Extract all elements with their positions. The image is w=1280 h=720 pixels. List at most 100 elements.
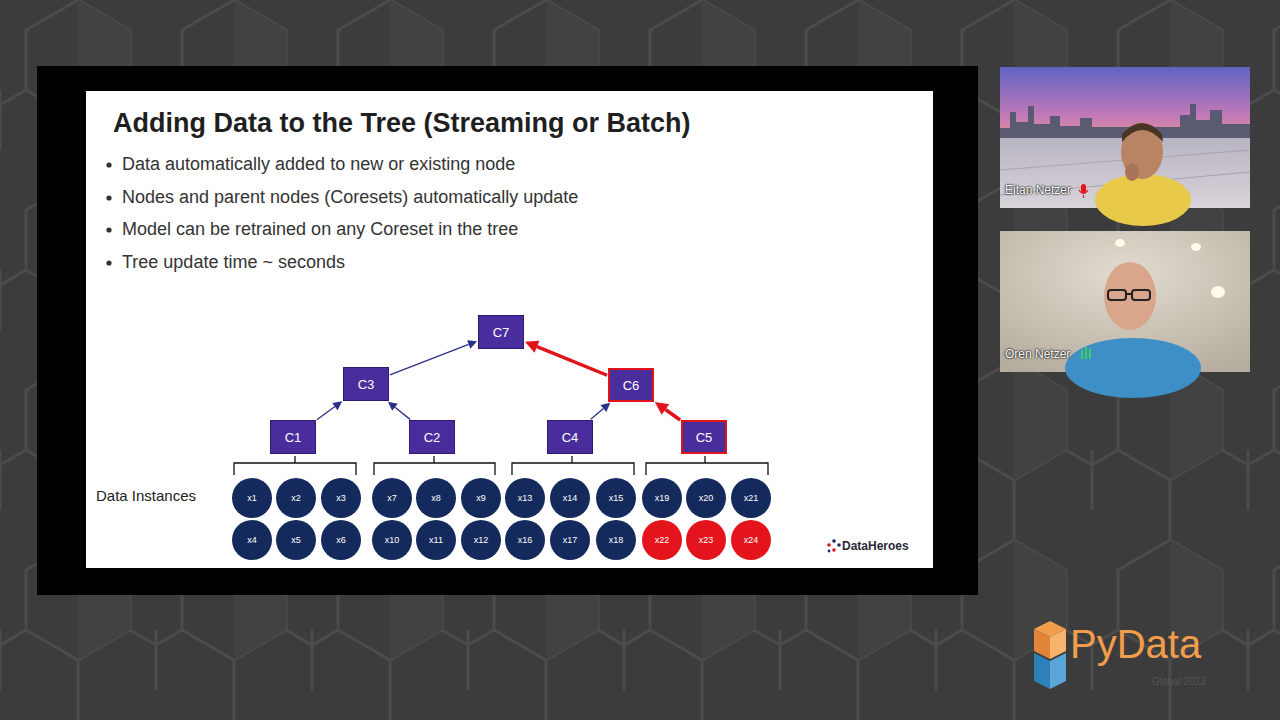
data-instance: x6 <box>321 520 361 560</box>
instance-label: x1 <box>247 493 257 503</box>
arrowhead <box>525 341 539 353</box>
instance-label: x22 <box>655 535 670 545</box>
participant-name: Oren Netzer <box>1005 347 1070 361</box>
arrow-line <box>537 347 607 376</box>
instance-label: x4 <box>247 535 257 545</box>
instance-label: x12 <box>474 535 489 545</box>
instance-label: x13 <box>518 493 533 503</box>
instance-label: x14 <box>563 493 578 503</box>
mic-muted-icon <box>1079 184 1088 198</box>
bullet-text: Model can be retrained on any Coreset in… <box>122 219 518 240</box>
video-tile <box>1000 67 1250 226</box>
tree-arrow <box>525 341 607 376</box>
arrow-line <box>390 344 469 374</box>
arrow-line <box>665 410 680 421</box>
pydata-icon <box>1034 621 1066 689</box>
slide-frame <box>37 66 978 595</box>
coreset-box: C7 <box>478 315 524 349</box>
coreset-box: C4 <box>547 420 593 454</box>
data-instance: x19 <box>642 478 682 518</box>
slide-title: Adding Data to the Tree (Streaming or Ba… <box>113 108 691 139</box>
brackets <box>234 456 768 475</box>
logo-text: DataHeroes <box>842 539 909 553</box>
data-instance: x17 <box>550 520 590 560</box>
instance-label: x23 <box>699 535 714 545</box>
bullet <box>106 162 111 167</box>
bullet-text: Nodes and parent nodes (Coresets) automa… <box>122 187 578 208</box>
instance-label: x2 <box>291 493 301 503</box>
brand-logo: PyData <box>1070 622 1201 667</box>
node-label: C5 <box>696 430 713 445</box>
video-tile <box>1000 231 1250 398</box>
data-instance: x12 <box>461 520 501 560</box>
instance-label: x9 <box>476 493 486 503</box>
instance-label: x7 <box>387 493 397 503</box>
bullet <box>106 195 111 200</box>
node-label: C3 <box>358 377 375 392</box>
arrowhead <box>601 403 611 412</box>
instance-label: x24 <box>744 535 759 545</box>
arrowhead <box>332 401 342 410</box>
data-instance: x16 <box>505 520 545 560</box>
instance-label: x11 <box>429 535 443 545</box>
node-label: C1 <box>285 430 302 445</box>
tree-arrow <box>591 403 611 420</box>
data-instance: x14 <box>550 478 590 518</box>
bullet <box>106 227 111 232</box>
data-instance: x24 <box>731 520 771 560</box>
node-label: C7 <box>493 325 510 340</box>
instance-label: x19 <box>655 493 670 503</box>
tree-arrow <box>317 401 342 419</box>
arrow-line <box>395 407 410 419</box>
data-instance: x21 <box>731 478 771 518</box>
logo-icon <box>827 539 841 552</box>
data-instance: x9 <box>461 478 501 518</box>
coreset-box: C6 <box>608 368 654 402</box>
instance-label: x17 <box>563 535 578 545</box>
instance-label: x18 <box>609 535 624 545</box>
coreset-box: C5 <box>681 420 727 454</box>
instance-label: x21 <box>744 493 759 503</box>
row-label: Data Instances <box>96 487 196 504</box>
data-instance: x15 <box>596 478 636 518</box>
data-instance: x13 <box>505 478 545 518</box>
data-instance: x3 <box>321 478 361 518</box>
instance-label: x16 <box>518 535 533 545</box>
tree-arrow <box>388 402 410 420</box>
tree-arrow <box>390 340 477 375</box>
bullet-text: Tree update time ~ seconds <box>122 252 345 273</box>
audio-level-icon <box>1081 347 1091 359</box>
data-instance: x20 <box>686 478 726 518</box>
instance-label: x3 <box>336 493 346 503</box>
bullet <box>106 260 111 265</box>
instance-label: x10 <box>385 535 400 545</box>
slide <box>86 91 933 568</box>
brand-subtitle: Global 2023 <box>1152 676 1206 687</box>
data-instance: x18 <box>596 520 636 560</box>
node-label: C2 <box>424 430 441 445</box>
instance-label: x5 <box>291 535 301 545</box>
bullet-text: Data automatically added to new or exist… <box>122 154 515 175</box>
data-instance: x10 <box>372 520 412 560</box>
data-instance: x5 <box>276 520 316 560</box>
coreset-box: C2 <box>409 420 455 454</box>
instance-label: x6 <box>336 535 346 545</box>
data-instance: x22 <box>642 520 682 560</box>
instance-label: x8 <box>431 493 441 503</box>
node-label: C6 <box>623 378 640 393</box>
arrowhead <box>467 340 477 348</box>
data-instance: x11 <box>416 520 456 560</box>
arrowhead <box>388 402 398 411</box>
tree-arrow <box>655 402 680 420</box>
arrowhead <box>655 402 669 415</box>
data-instance: x1 <box>232 478 272 518</box>
data-instance: x8 <box>416 478 456 518</box>
arrow-line <box>591 408 604 419</box>
data-instance: x4 <box>232 520 272 560</box>
instance-label: x15 <box>609 493 624 503</box>
data-instance: x23 <box>686 520 726 560</box>
data-instance: x2 <box>276 478 316 518</box>
node-label: C4 <box>562 430 579 445</box>
